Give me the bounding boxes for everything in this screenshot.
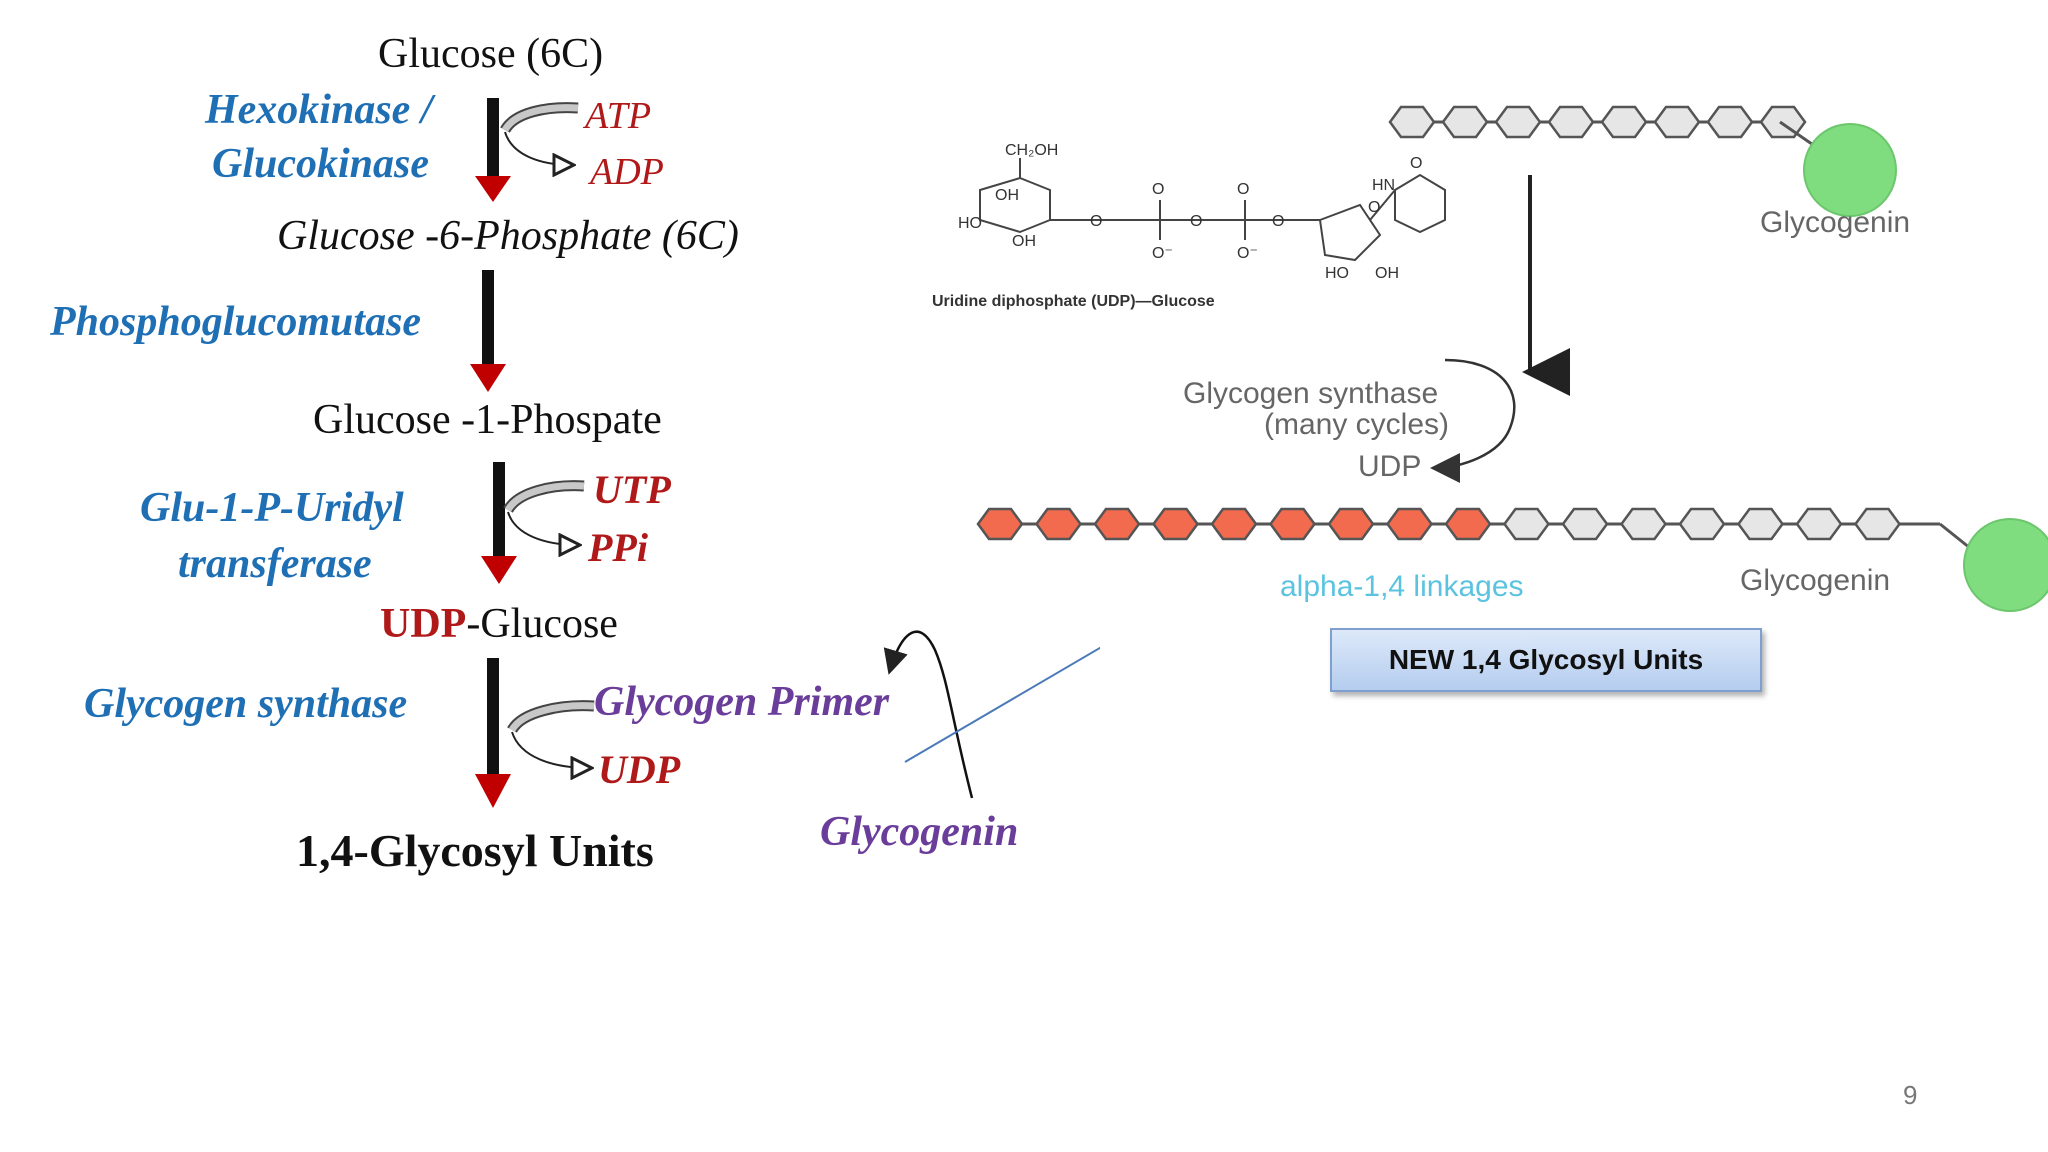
new-glucose-residue [1385, 507, 1434, 541]
glucokinase-label: Glucokinase [212, 141, 430, 187]
svg-text:O: O [1152, 181, 1164, 198]
svg-text:O: O [1272, 213, 1284, 230]
glucose-residue [1494, 105, 1542, 139]
new-glucose-residue [1034, 507, 1083, 541]
glucose-label: Glucose (6C) [378, 31, 604, 77]
glucose-residue [1502, 507, 1551, 541]
new-glucose-residue [1151, 507, 1200, 541]
udp-glucose-caption: Uridine diphosphate (UDP)—Glucose [932, 293, 1215, 310]
bottom-glycogen-chain [976, 507, 2048, 612]
glucose-residue [1561, 507, 1609, 541]
glucose-residue [1759, 105, 1807, 139]
reaction-arrow-4 [475, 658, 595, 808]
glycogenin-label: Glycogenin [820, 809, 1019, 855]
ppi-label: PPi [588, 525, 648, 570]
pointer-line [904, 646, 1100, 763]
glycogenin-curve-arrow [883, 630, 974, 799]
glucose-residue [1678, 507, 1726, 541]
glycogenin-circle-bottom [1963, 518, 2048, 612]
svg-text:O⁻: O⁻ [1152, 245, 1173, 262]
svg-text:O⁻: O⁻ [1237, 245, 1258, 262]
svg-text:OH: OH [1012, 233, 1036, 250]
new-glucose-residue [976, 507, 1024, 541]
svg-text:O: O [1090, 213, 1102, 230]
reaction-arrow-3 [481, 462, 585, 584]
glycogenin-top-label: Glycogenin [1760, 206, 1910, 239]
glycogenin-circle-top [1803, 123, 1897, 217]
glucose-residue [1619, 507, 1668, 541]
page-number: 9 [1903, 1080, 1918, 1110]
svg-text:HO: HO [958, 215, 982, 232]
glucose-residue [1706, 105, 1754, 139]
g1p-label: Glucose -1-Phospate [313, 397, 662, 443]
hexokinase-label: Hexokinase / [205, 87, 433, 133]
synthase-caption-1: Glycogen synthase [1183, 377, 1438, 410]
reaction-arrow-2 [470, 270, 506, 392]
atp-label: ATP [585, 95, 652, 137]
new-units-box: NEW 1,4 Glycosyl Units [1330, 628, 1762, 692]
uridyl-transferase-label-2: transferase [178, 541, 372, 587]
svg-text:O: O [1237, 181, 1249, 198]
udp-glucose-structure [979, 158, 1446, 262]
pathway-arrows [470, 98, 1100, 808]
new-units-text: NEW 1,4 Glycosyl Units [1388, 644, 1704, 675]
glucose-residue [1388, 105, 1436, 139]
glycogen-primer-label: Glycogen Primer [594, 679, 890, 725]
glucose-residue [1653, 105, 1701, 139]
glucose-residue [1441, 105, 1489, 139]
alpha-linkages-label: alpha-1,4 linkages [1280, 570, 1524, 603]
phosphoglucomutase-label: Phosphoglucomutase [50, 299, 422, 345]
glucose-residue [1736, 507, 1785, 541]
svg-text:O: O [1368, 199, 1380, 216]
glucose-residue [1600, 105, 1648, 139]
svg-text:OH: OH [995, 187, 1019, 204]
udp-glucose-label: UDP-Glucose [380, 600, 618, 648]
svg-text:OH: OH [1375, 265, 1399, 282]
reaction-arrow-1 [475, 98, 579, 202]
svg-text:HN: HN [1372, 177, 1395, 194]
udp-glucose-atoms: CH₂OH OH HO OH O O O⁻ O O O⁻ O HO OH O H… [958, 142, 1422, 282]
glucose-residue [1795, 507, 1843, 541]
udp-release-arrow [1430, 358, 1516, 483]
svg-text:O: O [1190, 213, 1202, 230]
udp-prefix: UDP [380, 601, 467, 647]
glucose-residue [1547, 105, 1595, 139]
product-label: 1,4-Glycosyl Units [296, 825, 654, 876]
glycogenin-bottom-label: Glycogenin [1740, 564, 1890, 597]
svg-text:CH₂OH: CH₂OH [1005, 142, 1058, 159]
svg-text:HO: HO [1325, 265, 1349, 282]
utp-label: UTP [593, 467, 671, 512]
new-glucose-residue [1327, 507, 1375, 541]
udp-caption: UDP [1358, 450, 1421, 483]
g6p-label: Glucose -6-Phosphate (6C) [277, 213, 739, 259]
uridyl-transferase-label-1: Glu-1-P-Uridyl [140, 485, 404, 531]
new-glucose-residue [1093, 507, 1141, 541]
glucose-residue [1853, 507, 1902, 541]
glycogen-synthesis-figure: Glycogenin CH₂OH OH HO OH O O O⁻ O O O⁻ … [932, 105, 2048, 612]
udp-product-label: UDP [598, 747, 681, 792]
new-glucose-residue [1210, 507, 1258, 541]
synthase-caption-2: (many cycles) [1264, 408, 1449, 441]
svg-text:O: O [1410, 155, 1422, 172]
adp-label: ADP [590, 151, 664, 193]
glycogen-synthase-label: Glycogen synthase [84, 681, 408, 727]
top-glycogen-chain [1388, 105, 1897, 217]
new-glucose-residue [1268, 507, 1317, 541]
new-glucose-residue [1444, 507, 1492, 541]
glucose-suffix: -Glucose [466, 601, 618, 647]
